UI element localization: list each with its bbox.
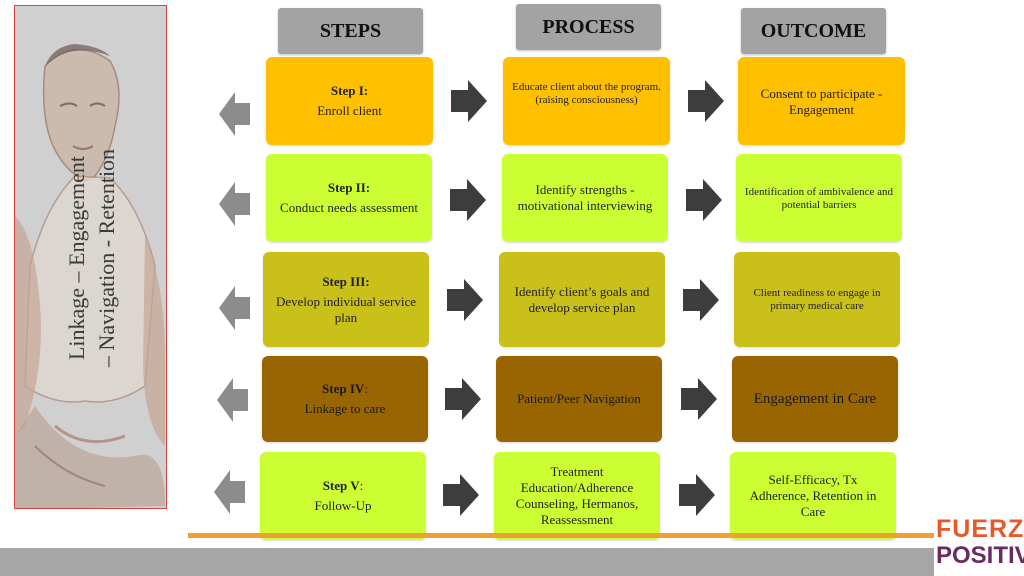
right-arrow-icon: [450, 179, 486, 221]
logo-line1: FUERZA: [936, 515, 1024, 543]
step-box-2: Step II: Conduct needs assessment: [266, 154, 432, 242]
step-box-3: Step III: Develop individual service pla…: [263, 252, 429, 347]
left-arrow-icon: [217, 378, 248, 422]
process-text: Identify strengths - motivational interv…: [517, 182, 653, 213]
right-arrow-icon: [683, 279, 719, 321]
step-text: Linkage to care: [304, 401, 386, 416]
step-box-4: Step IV: Linkage to care: [262, 356, 428, 442]
process-text: Patient/Peer Navigation: [517, 391, 641, 406]
outcome-box-4: Engagement in Care: [732, 356, 898, 442]
process-text: Educate client about the program. (raisi…: [512, 81, 661, 106]
process-box-1: Educate client about the program. (raisi…: [503, 57, 670, 145]
footer-bar: [0, 548, 1024, 576]
step-label-main: Step IV: [322, 381, 365, 396]
side-panel: Linkage – Engagement – Navigation - Rete…: [14, 5, 167, 509]
left-arrow-icon: [219, 92, 250, 136]
step-label: Step I:: [330, 83, 369, 98]
outcome-box-5: Self-Efficacy, Tx Adherence, Retention i…: [730, 452, 896, 540]
accent-bar: [188, 533, 938, 538]
step-label: Step IV:: [322, 381, 368, 397]
outcome-text: Identification of ambivalence and potent…: [744, 186, 894, 211]
header-process: PROCESS: [516, 4, 661, 50]
right-arrow-icon: [447, 279, 483, 321]
process-box-5: Treatment Education/Adherence Counseling…: [494, 452, 660, 540]
step-text: Follow-Up: [314, 498, 372, 513]
outcome-box-2: Identification of ambivalence and potent…: [736, 154, 902, 242]
right-arrow-icon: [686, 179, 722, 221]
left-arrow-icon: [214, 470, 245, 514]
outcome-box-3: Client readiness to engage in primary me…: [734, 252, 900, 347]
right-arrow-icon: [443, 474, 479, 516]
step-label: Step II:: [327, 180, 371, 195]
side-title: Linkage – Engagement – Navigation - Rete…: [17, 6, 166, 508]
step-label: Step III:: [322, 273, 370, 289]
left-arrow-icon: [219, 286, 250, 330]
right-arrow-icon: [681, 378, 717, 420]
step-box-1: Step I: Enroll client: [266, 57, 433, 145]
right-arrow-icon: [688, 80, 724, 122]
step-text: Conduct needs assessment: [280, 200, 418, 215]
process-text: Treatment Education/Adherence Counseling…: [515, 464, 639, 527]
outcome-text: Self-Efficacy, Tx Adherence, Retention i…: [749, 472, 877, 519]
outcome-text: Client readiness to engage in primary me…: [753, 286, 881, 312]
header-outcome: OUTCOME: [741, 8, 886, 54]
step-label: Step V:: [323, 478, 364, 494]
step-label-suffix: :: [364, 381, 368, 396]
right-arrow-icon: [445, 378, 481, 420]
process-box-4: Patient/Peer Navigation: [496, 356, 662, 442]
figure-illustration: [15, 6, 166, 508]
right-arrow-icon: [679, 474, 715, 516]
step-label-main: Step V: [322, 478, 360, 493]
right-arrow-icon: [451, 80, 487, 122]
side-title-line1: Linkage – Engagement: [64, 155, 89, 361]
outcome-text: Engagement in Care: [753, 391, 877, 407]
step-text: Enroll client: [317, 103, 382, 118]
process-box-3: Identify client’s goals and develop serv…: [499, 252, 665, 347]
step-box-5: Step V: Follow-Up: [260, 452, 426, 540]
process-text: Identify client’s goals and develop serv…: [514, 283, 650, 315]
logo-line2: POSITIVA: [936, 542, 1024, 569]
step-label-suffix: :: [359, 478, 364, 493]
left-arrow-icon: [219, 182, 250, 226]
side-title-line2: – Navigation - Retention: [94, 148, 119, 368]
step-text: Develop individual service plan: [275, 293, 417, 325]
process-box-2: Identify strengths - motivational interv…: [502, 154, 668, 242]
fuerza-positiva-logo: FUERZA POSITIVA: [934, 514, 1024, 576]
outcome-box-1: Consent to participate - Engagement: [738, 57, 905, 145]
header-steps: STEPS: [278, 8, 423, 54]
outcome-text: Consent to participate - Engagement: [760, 86, 883, 117]
